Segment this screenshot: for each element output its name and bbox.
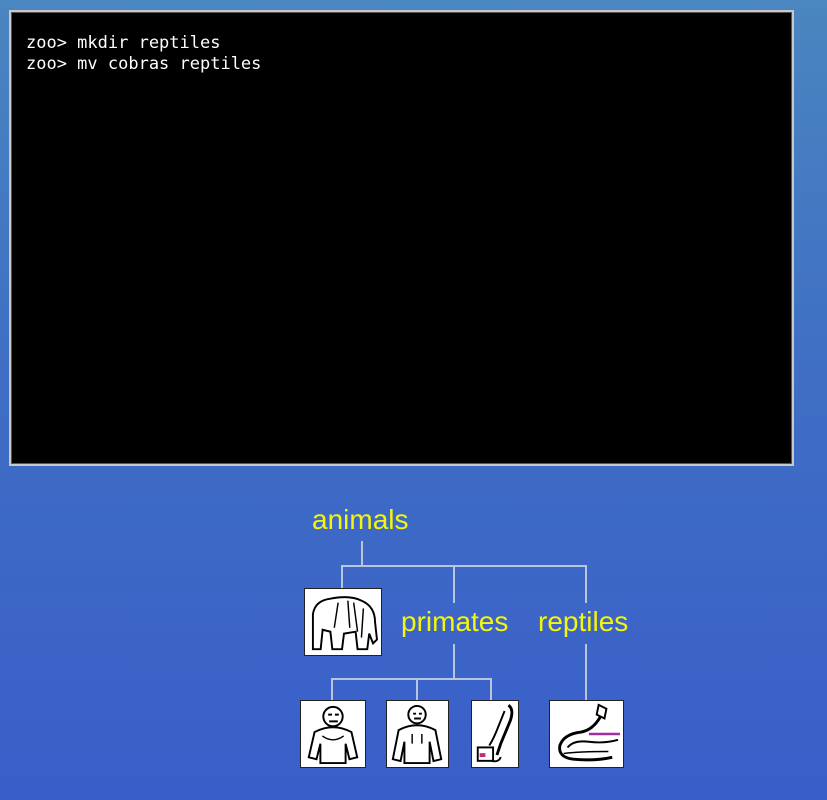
connector-line <box>416 678 418 701</box>
connector-line <box>341 565 343 589</box>
connector-line <box>331 678 333 701</box>
folder-label-primates[interactable]: primates <box>401 606 509 637</box>
connector-line <box>490 678 492 701</box>
terminal-line: zoo> mkdir reptiles <box>26 33 221 53</box>
connector-line <box>585 644 587 701</box>
gorilla-icon[interactable] <box>300 700 366 768</box>
gorilla-icon[interactable] <box>386 700 449 768</box>
connector-line <box>453 644 455 679</box>
connector-line <box>585 565 587 603</box>
terminal-window[interactable]: zoo> mkdir reptiles zoo> mv cobras repti… <box>9 10 794 466</box>
connector-line <box>361 541 363 566</box>
terminal-line: zoo> mv cobras reptiles <box>26 54 262 74</box>
monkey-icon[interactable] <box>471 700 519 768</box>
connector-line <box>453 565 455 603</box>
connector-line <box>331 678 492 680</box>
cobra-icon[interactable] <box>549 700 624 768</box>
elephant-icon[interactable] <box>304 588 382 656</box>
terminal-output: zoo> mkdir reptiles zoo> mv cobras repti… <box>26 33 261 75</box>
folder-label-animals[interactable]: animals <box>312 504 409 535</box>
connector-line <box>341 565 587 567</box>
folder-label-reptiles[interactable]: reptiles <box>538 606 629 637</box>
